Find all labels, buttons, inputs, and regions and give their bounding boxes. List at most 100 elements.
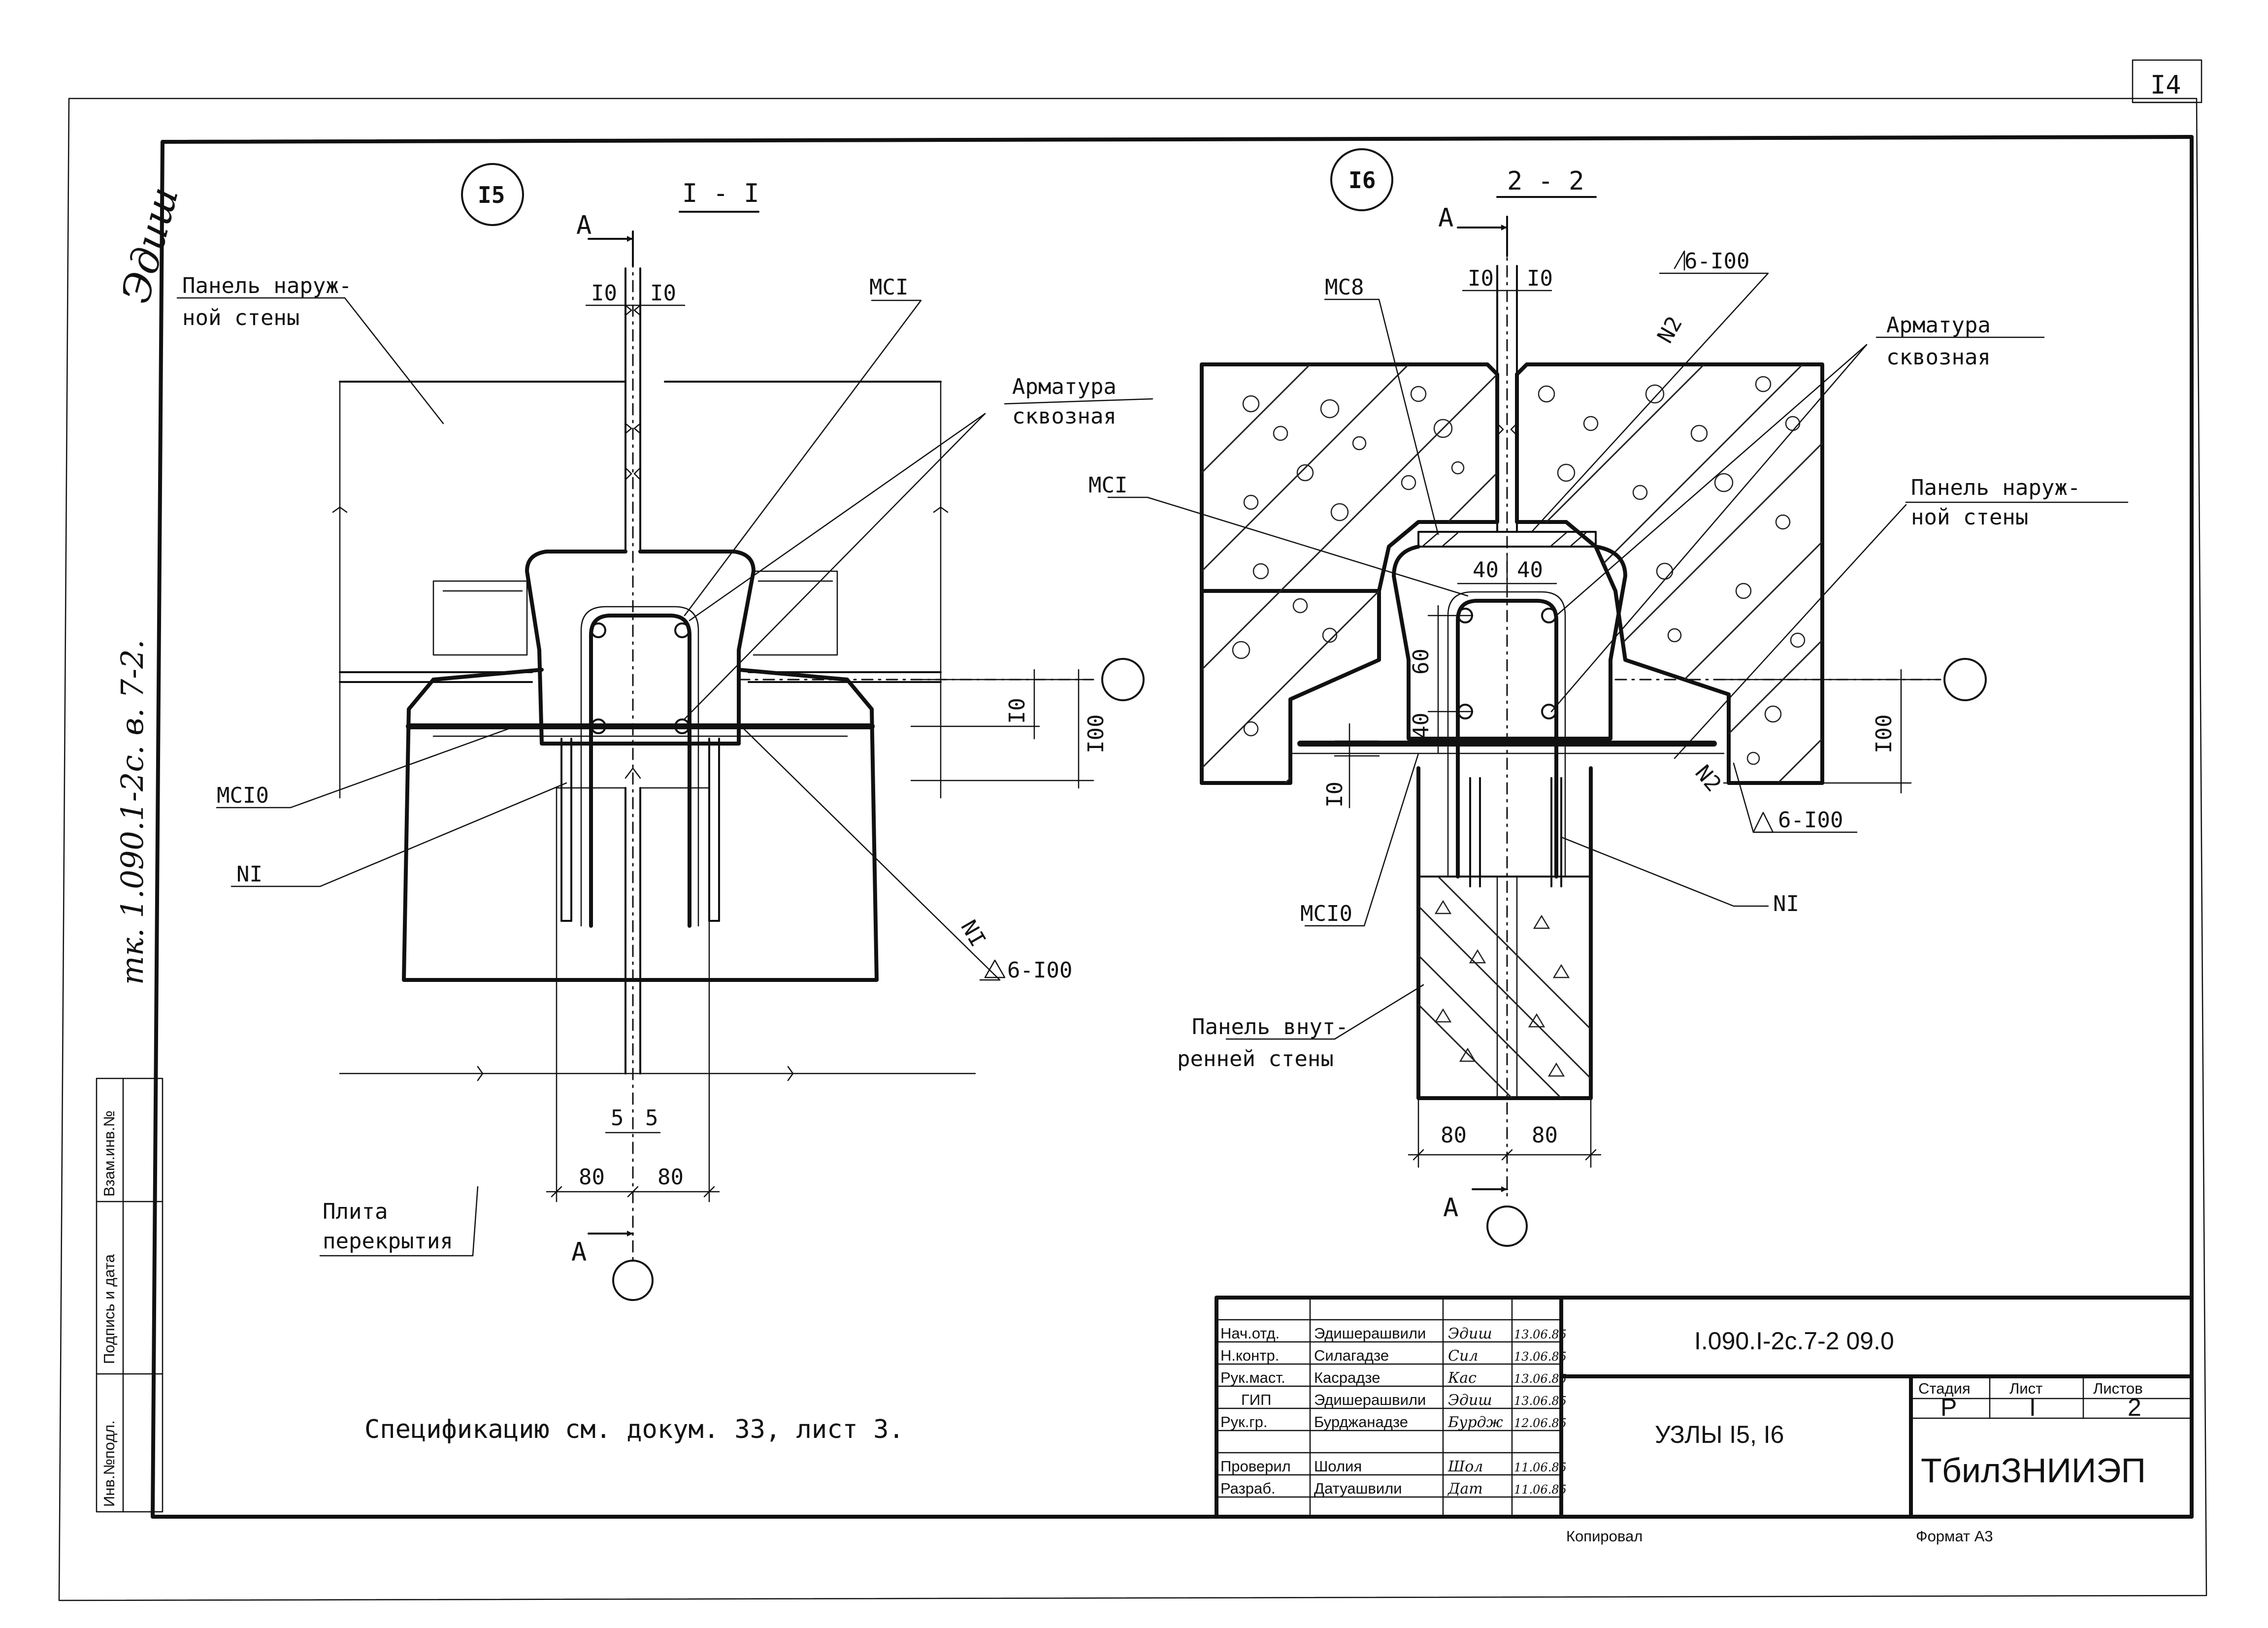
node-15-cut-bottom: А <box>571 1237 587 1267</box>
tb-sign-3: Эдиш <box>1448 1392 1492 1409</box>
node-16-inner-panel-label-1: Панель внут- <box>1192 1014 1348 1040</box>
node-15-label: I5 <box>478 182 505 208</box>
node-15-dim-top-right: I0 <box>650 281 676 306</box>
tb-organization: ТбилЗНИИЭП <box>1921 1451 2146 1490</box>
tb-sign-4: Бурдж <box>1447 1414 1503 1431</box>
tb-role-2: Рук.маст. <box>1220 1369 1285 1386</box>
node-16-mc10-label: МСI0 <box>1300 901 1352 926</box>
node-16-dim-40-left: 40 <box>1473 557 1499 583</box>
tb-name-6: Датуашвили <box>1314 1480 1402 1497</box>
node-16-outer-panel-label-2: ной стены <box>1911 505 2028 530</box>
tb-name-0: Эдишерашвили <box>1314 1325 1426 1342</box>
node-15-slab-label-2: перекрытия <box>323 1229 453 1254</box>
node-15-dim-side-big: I00 <box>1084 715 1109 753</box>
tb-name-2: Касрадзе <box>1314 1369 1380 1386</box>
tb-sign-1: Сил <box>1448 1347 1478 1365</box>
tb-sheet: I <box>2029 1394 2036 1421</box>
node-15-dim-gap-right: 5 <box>645 1106 658 1131</box>
tb-doc-code: I.090.I-2с.7-2 09.0 <box>1694 1327 1894 1355</box>
tb-date-2: 13.06.85 <box>1514 1372 1567 1386</box>
tb-role-5: Проверил <box>1220 1458 1291 1475</box>
tb-date-6: 11.06.85 <box>1514 1483 1567 1497</box>
node-16-dim-top-right: I0 <box>1527 266 1553 291</box>
tb-date-1: 13.06.85 <box>1514 1350 1567 1364</box>
tb-date-5: 11.06.85 <box>1514 1461 1567 1474</box>
node-16-dim-60: 60 <box>1409 649 1434 675</box>
node-15-dim-gap-left: 5 <box>611 1106 624 1131</box>
stamp-inv-number: Инв.№подл. <box>100 1420 118 1507</box>
tb-date-3: 13.06.85 <box>1514 1394 1567 1408</box>
node-16-cut-top: А <box>1438 203 1453 233</box>
node-15-outer-panel-label-2: ной стены <box>182 305 299 330</box>
tb-sign-6: Дат <box>1447 1480 1483 1498</box>
node-15-dim-bottom-right: 80 <box>657 1165 684 1190</box>
node-15-rebar-label-2: сквозная <box>1012 404 1117 429</box>
node-16-dim-40-vert: 40 <box>1409 713 1434 739</box>
node-16-inner-panel-label-2: ренней стены <box>1177 1046 1334 1072</box>
node-16-mc8-label: МС8 <box>1325 275 1364 300</box>
margin-doc-note: тк. 1.090.1-2с. в. 7-2. <box>114 640 150 985</box>
node-16-label: I6 <box>1348 167 1376 194</box>
node-15-dim-bottom-left: 80 <box>579 1165 605 1190</box>
node-15-cut-top: А <box>576 211 592 240</box>
node-16-cut-bottom: А <box>1443 1193 1458 1223</box>
node-15-drawing <box>176 163 1153 1301</box>
stamp-sign-date: Подпись и дата <box>100 1254 118 1364</box>
tb-sign-0: Эдиш <box>1448 1325 1492 1342</box>
stamp-replace-inv: Взам.инв.№ <box>100 1110 118 1197</box>
node-15-mc10-label: МСI0 <box>217 783 269 808</box>
node-15-slab-label-1: Плита <box>323 1199 388 1224</box>
node-16-weld-bottom-spec: 6-I00 <box>1778 808 1843 833</box>
tb-role-4: Рук.гр. <box>1220 1413 1268 1431</box>
format-label: Формат А3 <box>1916 1528 1993 1545</box>
left-binding-stamp <box>96 1077 164 1513</box>
node-16-dim-side-big: I00 <box>1872 715 1897 753</box>
node-16-weld-top-spec: 6-I00 <box>1684 249 1749 274</box>
copied-label: Копировал <box>1566 1528 1643 1545</box>
node-16-n1-label: NI <box>1773 891 1799 916</box>
node-16-weld-top-icon <box>1674 250 1685 271</box>
section-2-2-label: 2 - 2 <box>1507 166 1584 196</box>
node-16-outer-panel-label-1: Панель наруж- <box>1911 475 2080 500</box>
sheet-number: I4 <box>2150 70 2181 100</box>
node-16-rebar-label-1: Арматура <box>1886 313 1991 338</box>
tb-sign-5: Шол <box>1447 1458 1483 1475</box>
node-15-dim-side-small: I0 <box>1005 698 1030 724</box>
node-15-weld-symbol-icon <box>984 959 1006 978</box>
node-16-dims <box>1107 216 2129 1247</box>
node-16-dim-top-left: I0 <box>1468 266 1494 291</box>
node-15-n1-label: NI <box>236 862 263 887</box>
node-15-rebar-label-1: Арматура <box>1012 374 1117 399</box>
node-16-weld-bottom-icon <box>1752 812 1774 833</box>
node-16-rebar-label-2: сквозная <box>1886 345 1991 370</box>
node-16-hatch-inner <box>1418 877 1591 1098</box>
tb-name-3: Эдишерашвили <box>1314 1391 1426 1408</box>
title-block <box>1215 1296 2194 1519</box>
node-15-weld-spec: 6-I00 <box>1007 958 1072 983</box>
specification-note: Спецификацию см. докум. 33, лист 3. <box>364 1415 904 1444</box>
tb-sign-2: Кас <box>1447 1369 1477 1387</box>
tb-name-1: Силагадзе <box>1314 1347 1389 1364</box>
node-16-mc1-label: МСI <box>1088 473 1127 498</box>
tb-sheet-header: Лист <box>2009 1380 2042 1397</box>
tb-role-6: Разраб. <box>1220 1480 1276 1497</box>
node-16-hatch-right <box>1517 364 1822 783</box>
tb-sheets-header: Листов <box>2093 1380 2143 1397</box>
title-block-rows: Нач.отд. Эдишерашвили Эдиш 13.06.85 Н.ко… <box>1220 1325 1567 1498</box>
node-16-dim-side-small: I0 <box>1322 781 1348 808</box>
tb-role-0: Нач.отд. <box>1220 1325 1280 1342</box>
section-1-1-label: I - I <box>682 179 759 208</box>
node-16-dim-bottom-left: 80 <box>1441 1123 1467 1148</box>
tb-date-4: 12.06.85 <box>1514 1416 1567 1430</box>
node-16-dim-bottom-right: 80 <box>1532 1123 1558 1148</box>
tb-stage: Р <box>1940 1394 1957 1421</box>
tb-name-4: Бурджанадзе <box>1314 1413 1408 1431</box>
node-15-dim-top-left: I0 <box>591 281 617 306</box>
tb-title: УЗЛЫ I5, I6 <box>1655 1421 1784 1448</box>
tb-role-1: Н.контр. <box>1220 1347 1279 1364</box>
tb-stage-header: Стадия <box>1918 1380 1971 1397</box>
node-15-outer-panel-label-1: Панель наруж- <box>182 273 352 298</box>
tb-name-5: Шолия <box>1314 1458 1362 1475</box>
tb-role-3: ГИП <box>1241 1391 1271 1408</box>
